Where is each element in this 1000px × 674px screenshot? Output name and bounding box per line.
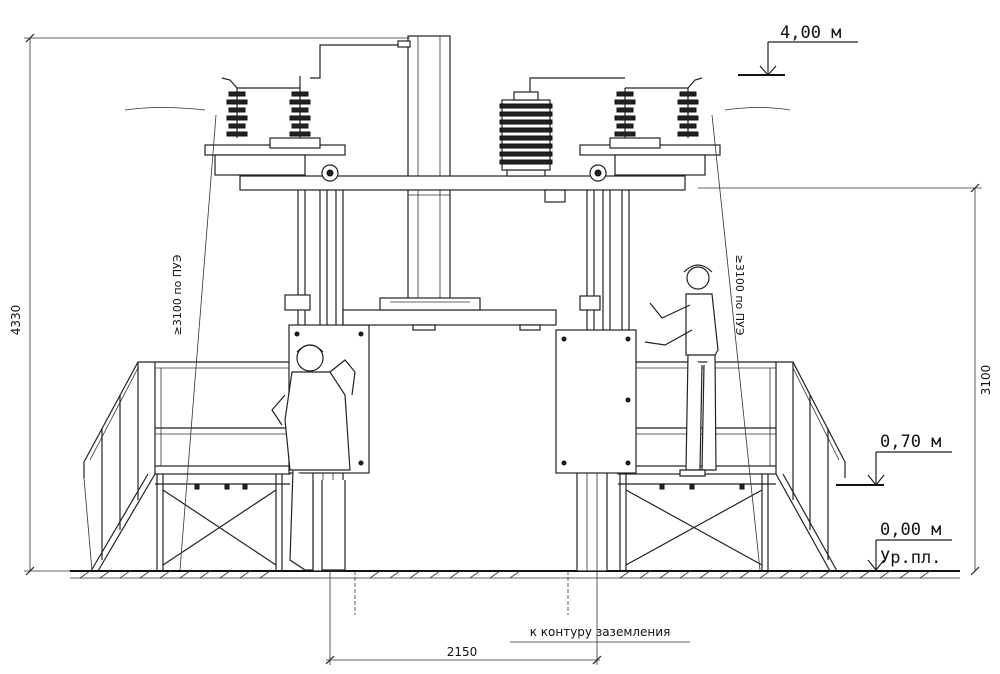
dimension-base-width [325,571,602,665]
level-mark-platform [836,451,952,486]
current-transformer [499,91,553,177]
worker-left-figure [271,344,356,571]
top-crossbeam [204,137,721,203]
dimension-structure-height [698,183,982,576]
dim-structure-height-label: 3100 [979,365,993,396]
dimension-total-height [24,33,410,576]
level-ground-label: 0,00 м [880,520,941,540]
grounding-note: к контуру заземления [530,625,671,639]
left-service-platform [83,361,291,572]
level-top-label: 4,00 м [780,23,841,43]
ground-line [70,570,960,579]
worker-right-figure [644,264,719,477]
level-mark-ground [867,539,952,571]
level-ground-note: Ур.пл. [880,548,941,568]
clearance-right-label: ≥3100 по ПУЭ [733,255,746,336]
right-insulators [529,77,703,138]
left-insulators [221,40,411,138]
dim-total-height-label: 4330 [9,305,23,336]
lower-beam [284,294,601,331]
right-cabinet-and-post [555,329,637,572]
level-mark-top [738,41,858,76]
dim-base-width-label: 2150 [447,645,478,659]
clearance-lines [124,107,791,571]
level-platform-label: 0,70 м [880,432,941,452]
right-service-platform [617,361,846,572]
clearance-left-label: ≥3100 по ПУЭ [171,254,184,335]
